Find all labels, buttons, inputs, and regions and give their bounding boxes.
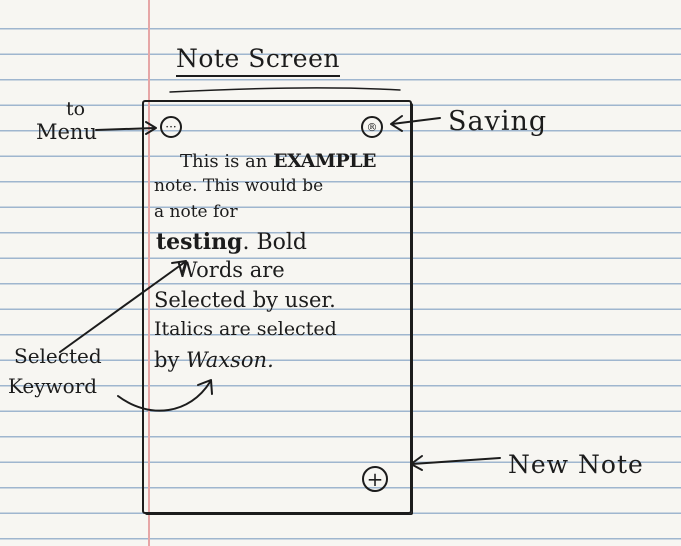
note-text: . Bold bbox=[242, 230, 307, 255]
to-menu-label-line1: to bbox=[66, 98, 86, 120]
save-icon: ® bbox=[366, 120, 378, 134]
note-line: This is an EXAMPLE bbox=[180, 150, 377, 172]
note-line: by Waxson. bbox=[154, 348, 274, 372]
note-line: note. This would be bbox=[154, 176, 324, 196]
to-menu-label-line2: Menu bbox=[36, 120, 97, 144]
note-line: testing. Bold bbox=[156, 229, 307, 255]
note-line: Words are bbox=[176, 258, 285, 282]
note-line: Selected by user. bbox=[154, 288, 336, 312]
note-text: by bbox=[154, 348, 180, 372]
saving-label: Saving bbox=[448, 106, 548, 137]
new-note-label: New Note bbox=[508, 450, 644, 479]
plus-icon: + bbox=[366, 467, 384, 491]
note-line: Italics are selected bbox=[154, 318, 337, 340]
keyword-selected: testing bbox=[156, 229, 243, 255]
page-title: Note Screen bbox=[176, 44, 340, 77]
keyword-bold: EXAMPLE bbox=[273, 150, 377, 172]
note-text: This is an bbox=[180, 151, 268, 172]
note-line: a note for bbox=[154, 202, 238, 222]
new-note-button[interactable]: + bbox=[362, 466, 388, 492]
saving-indicator[interactable]: ® bbox=[361, 116, 383, 138]
menu-button[interactable]: ··· bbox=[160, 116, 182, 138]
more-icon: ··· bbox=[165, 120, 177, 134]
selected-keyword-label-line1: Selected bbox=[14, 344, 102, 368]
keyword-italic: Waxson. bbox=[186, 348, 274, 372]
selected-keyword-label-line2: Keyword bbox=[8, 374, 98, 398]
